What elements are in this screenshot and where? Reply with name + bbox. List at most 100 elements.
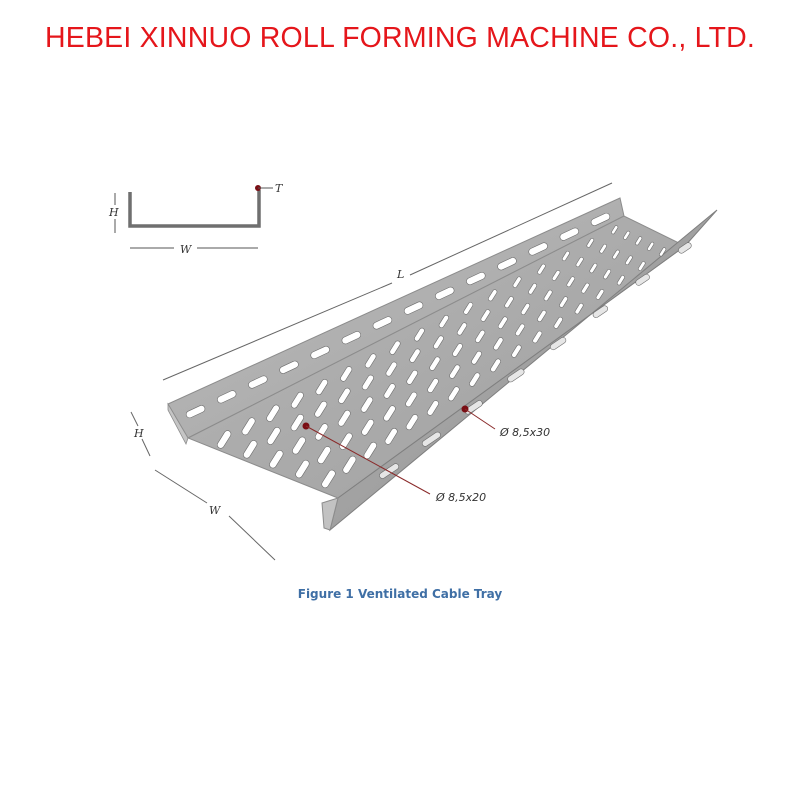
- side-slot: [403, 301, 424, 315]
- bottom-hole-label: Ø 8,5x20: [435, 491, 486, 504]
- height-dim-line-upper: [130, 411, 139, 427]
- side-slot: [590, 212, 611, 226]
- bottom-slot: [314, 423, 329, 441]
- bottom-slot: [512, 276, 522, 288]
- bottom-slot: [589, 263, 598, 274]
- bottom-slot: [405, 391, 418, 408]
- bottom-slot: [321, 469, 336, 489]
- bottom-slot: [566, 276, 575, 288]
- bottom-slot: [659, 247, 667, 257]
- bottom-slot: [317, 446, 332, 464]
- bottom-slot: [342, 455, 357, 474]
- bottom-slot: [414, 327, 425, 342]
- bottom-slot: [543, 289, 553, 302]
- bottom-slot: [647, 241, 655, 251]
- side-slot: [248, 375, 268, 389]
- bottom-slot: [427, 378, 439, 393]
- side-slot: [635, 273, 650, 286]
- left-wall-slots: [185, 212, 611, 419]
- bottom-slot: [611, 225, 619, 235]
- bottom-slot: [551, 270, 561, 281]
- tray-right-lip: [321, 497, 339, 531]
- bottom-slot: [595, 289, 605, 300]
- side-slot: [497, 257, 517, 271]
- bottom-slot: [456, 322, 468, 336]
- bottom-slot: [338, 387, 351, 404]
- bottom-slot: [553, 316, 563, 329]
- length-dim-line-lower: [162, 282, 393, 381]
- width-label: W: [209, 504, 222, 517]
- width-dim-line-left: [154, 469, 208, 504]
- side-slot: [466, 271, 486, 286]
- side-slot: [341, 331, 361, 345]
- bottom-slot: [511, 344, 522, 358]
- cable-tray: [167, 197, 718, 532]
- bottom-slot: [406, 369, 418, 385]
- bottom-slot: [497, 316, 508, 329]
- side-hole-leader: [464, 408, 496, 430]
- bottom-slot: [383, 405, 396, 422]
- side-slot: [435, 286, 455, 300]
- bottom-slot: [581, 282, 590, 294]
- bottom-slot: [623, 230, 631, 240]
- tray-left-lip: [167, 402, 189, 446]
- bottom-slot: [637, 261, 646, 271]
- bottom-slot: [599, 243, 607, 254]
- bottom-slot: [448, 386, 460, 402]
- company-title: HEBEI XINNUO ROLL FORMING MACHINE CO., L…: [44, 22, 756, 54]
- side-slot: [592, 305, 609, 318]
- bottom-slot: [490, 358, 501, 373]
- bottom-slot: [625, 255, 633, 266]
- bottom-slot: [385, 361, 398, 377]
- bottom-slot: [405, 414, 419, 431]
- side-slot: [507, 368, 525, 383]
- figure-caption: Figure 1 Ventilated Cable Tray: [297, 587, 503, 601]
- bottom-slot: [480, 309, 491, 322]
- bottom-slot: [243, 440, 258, 459]
- bottom-slot: [586, 238, 595, 248]
- bottom-slot: [290, 391, 304, 409]
- bottom-slot: [520, 303, 531, 316]
- hole-callouts: Ø 8,5x30 Ø 8,5x20: [302, 405, 550, 504]
- bottom-slot: [295, 459, 310, 479]
- bottom-slot: [452, 343, 463, 357]
- length-dim-line-upper: [409, 182, 613, 276]
- side-slot: [559, 227, 579, 241]
- bottom-hole-leader: [305, 425, 431, 495]
- side-slot: [279, 360, 299, 374]
- bottom-slot: [603, 269, 612, 280]
- side-slot: [528, 242, 548, 256]
- height-dim-line-lower: [141, 438, 151, 457]
- profile-channel: [128, 190, 261, 228]
- bottom-slot: [616, 275, 625, 286]
- bottom-slot: [266, 427, 281, 445]
- bottom-slot: [269, 450, 284, 469]
- right-wall-slots: [379, 242, 692, 479]
- bottom-slots: [216, 225, 667, 489]
- width-dim-line-right: [228, 515, 276, 561]
- side-slot: [310, 345, 330, 360]
- bottom-slot: [504, 296, 514, 309]
- bottom-slot: [559, 296, 569, 308]
- length-label: L: [396, 268, 404, 281]
- bottom-slot: [315, 379, 329, 396]
- bottom-slot: [537, 309, 547, 322]
- bottom-slot: [337, 409, 351, 427]
- bottom-slot: [574, 302, 584, 315]
- bottom-slot: [290, 413, 304, 432]
- profile-height-label: H: [108, 206, 119, 219]
- side-slot: [217, 390, 237, 404]
- bottom-slot: [475, 329, 486, 343]
- bottom-slot: [575, 256, 584, 268]
- bottom-slot: [515, 323, 525, 337]
- side-slot: [372, 316, 393, 330]
- bottom-slot: [339, 432, 353, 450]
- bottom-slot: [635, 236, 643, 246]
- side-slot: [678, 242, 692, 254]
- bottom-slot: [561, 250, 570, 262]
- bottom-slot: [361, 418, 375, 436]
- bottom-slot: [537, 263, 546, 275]
- bottom-slot: [216, 430, 232, 449]
- profile-width-label: W: [180, 243, 193, 256]
